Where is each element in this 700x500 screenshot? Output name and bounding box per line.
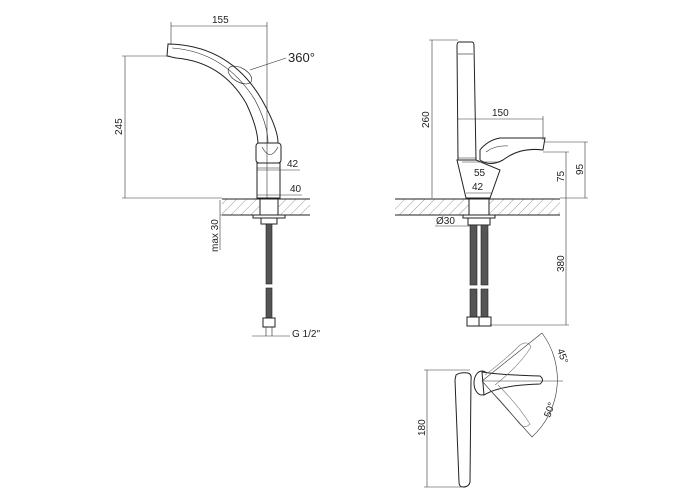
dim-g-half: G 1/2": [292, 329, 320, 340]
top-handle-ghost-up: [484, 342, 532, 386]
side-column: [456, 41, 477, 161]
rotation-marker: [227, 65, 253, 85]
dim-75: 75: [556, 170, 567, 182]
side-base: [456, 159, 501, 199]
side-hose-1: [469, 224, 478, 286]
top-handle-ghost-down: [489, 384, 531, 427]
dim-150: 150: [492, 108, 509, 119]
dim-380: 380: [556, 255, 567, 272]
front-lever: [255, 142, 282, 164]
dim-42: 42: [287, 159, 299, 170]
front-hose: [265, 223, 273, 285]
top-view: 45° 50° 180: [417, 332, 570, 488]
dim-180: 180: [417, 419, 428, 436]
angle-45: 45°: [554, 347, 570, 365]
dim-95: 95: [575, 163, 586, 175]
dim-55: 55: [474, 168, 486, 179]
side-handle: [479, 137, 546, 164]
dim-max-30: max 30: [210, 219, 221, 252]
side-view: 260 150 55 42 95 75 380 Ø30: [395, 39, 588, 327]
front-spout: [166, 43, 279, 146]
angle-50: 50°: [542, 401, 558, 419]
dim-42-side: 42: [472, 182, 484, 193]
dim-360: 360°: [288, 50, 315, 65]
dim-d30: Ø30: [436, 216, 455, 227]
dim-245: 245: [114, 118, 125, 135]
top-handle: [481, 371, 543, 396]
front-connector: [262, 317, 276, 328]
front-view: 155 360° 245 42 40 max 30 G 1/2": [114, 15, 320, 340]
front-body: [256, 162, 281, 199]
dim-260: 260: [421, 111, 432, 128]
top-body: [454, 372, 472, 488]
dim-40: 40: [290, 184, 302, 195]
dim-155: 155: [212, 15, 229, 26]
